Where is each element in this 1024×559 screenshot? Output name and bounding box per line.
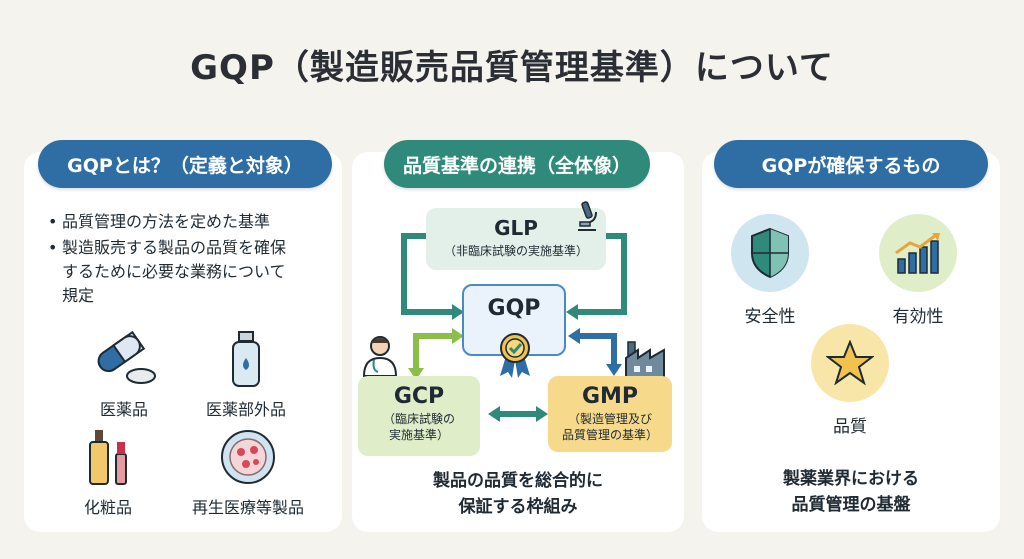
item-pharmaceuticals: 医薬品: [54, 330, 194, 420]
page-title: GQP（製造販売品質管理基準）について: [190, 48, 834, 88]
item-label: 医薬部外品: [205, 400, 286, 419]
item-label: 安全性: [744, 307, 796, 327]
item-regenerative-products: 再生医療等製品: [178, 428, 318, 518]
bottle-icon: [232, 331, 260, 387]
item-quasi-drugs: 医薬部外品: [176, 330, 316, 420]
caption-line: 保証する枠組み: [458, 497, 578, 517]
framework-caption: 製品の品質を総合的に 保証する枠組み: [352, 468, 684, 520]
item-label: 化粧品: [83, 498, 132, 517]
cell-icon: [221, 430, 275, 484]
gcp-box: GCP （臨床試験の 実施基準）: [358, 376, 480, 456]
gcp-name: GCP: [393, 384, 445, 409]
framework-heading: 品質基準の連携（全体像）: [384, 140, 650, 188]
item-efficacy: 有効性: [858, 214, 978, 327]
capsule-icon: [97, 330, 156, 384]
gmp-desc-line2: 品質管理の基準）: [561, 428, 658, 442]
assurance-heading: GQPが確保するもの: [714, 140, 988, 188]
definition-heading: GQPとは？（定義と対象）: [38, 140, 332, 188]
doctor-icon: [362, 336, 398, 377]
assurance-caption: 製薬業界における 品質管理の基盤: [702, 466, 1000, 518]
glp-name: GLP: [494, 216, 538, 240]
item-label: 再生医療等製品: [191, 498, 304, 517]
caption-line: 製薬業界における: [783, 469, 919, 489]
definition-bullets: 品質管理の方法を定めた基準 製造販売する製品の品質を確保するために必要な業務につ…: [48, 210, 328, 310]
gmp-box: GMP （製造管理及び 品質管理の基準）: [548, 376, 672, 452]
glp-box: GLP （非臨床試験の実施基準）: [426, 208, 606, 270]
factory-icon: [625, 341, 665, 379]
item-label: 有効性: [892, 307, 944, 327]
gqp-name: GQP: [487, 296, 541, 321]
bullet-item: 製造販売する製品の品質を確保するために必要な業務について規定: [48, 236, 288, 308]
gmp-name: GMP: [581, 384, 639, 409]
cosmetics-icon: [89, 430, 127, 485]
microscope-icon: [578, 201, 597, 231]
item-cosmetics: 化粧品: [38, 428, 178, 518]
star-icon: [826, 340, 874, 386]
item-label: 医薬品: [99, 400, 148, 419]
glp-desc: （非臨床試験の実施基準）: [443, 244, 588, 258]
growth-chart-icon: [895, 233, 940, 274]
item-quality: 品質: [790, 324, 910, 437]
caption-line: 製品の品質を総合的に: [433, 471, 603, 491]
shield-icon: [751, 227, 789, 279]
gcp-desc-line2: 実施基準）: [388, 428, 449, 442]
item-label: 品質: [833, 417, 867, 437]
bullet-item: 品質管理の方法を定めた基準: [48, 210, 328, 234]
medal-icon: [500, 333, 530, 378]
item-safety: 安全性: [710, 214, 830, 327]
caption-line: 品質管理の基盤: [791, 495, 911, 515]
gmp-desc-line1: （製造管理及び: [567, 412, 652, 426]
gcp-desc-line1: （臨床試験の: [382, 412, 455, 426]
framework-arrows: [401, 233, 627, 422]
